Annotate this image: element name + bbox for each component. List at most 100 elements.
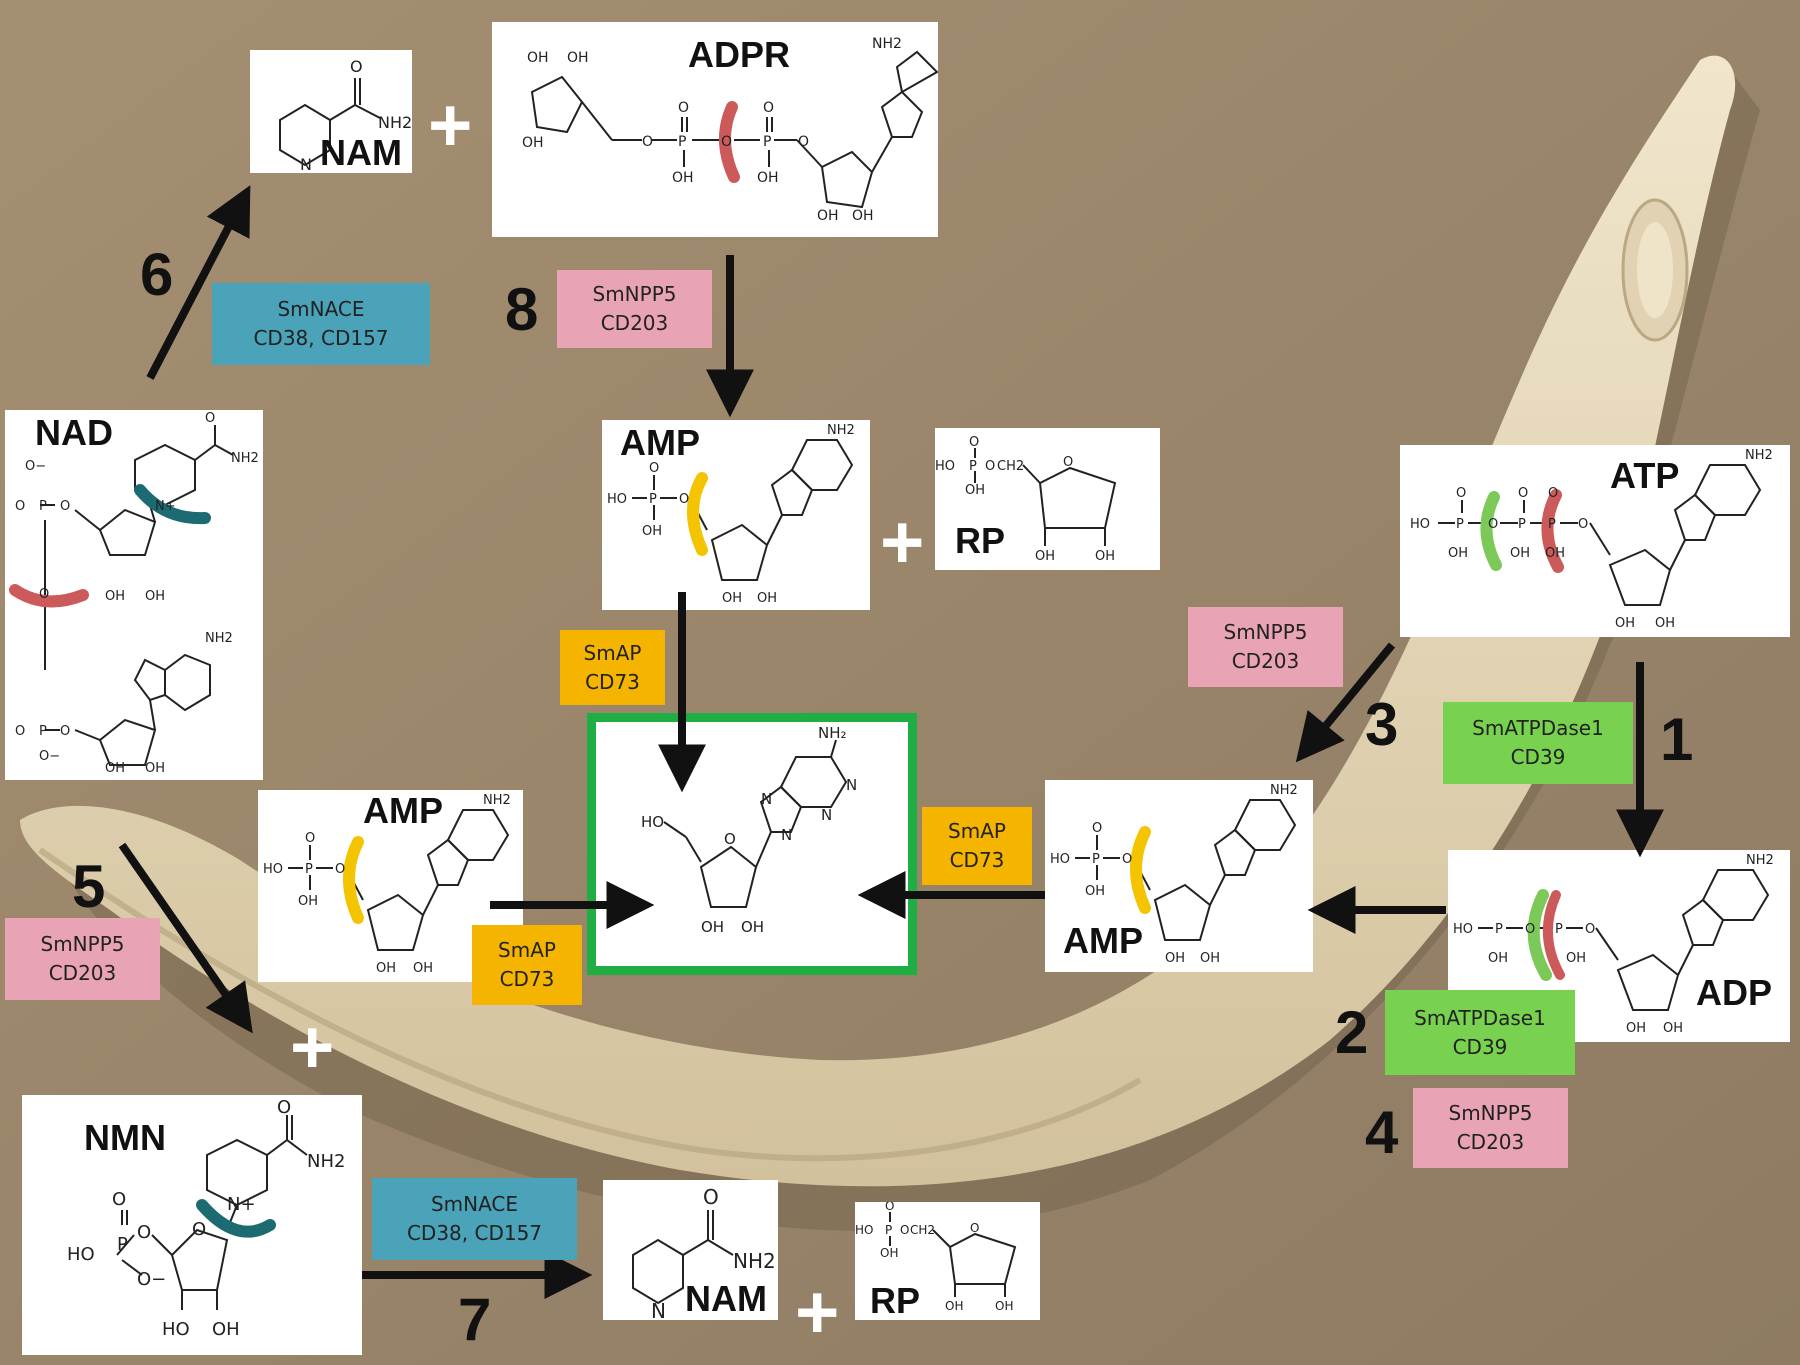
atom-label: O xyxy=(205,411,215,426)
plus-sign: + xyxy=(880,500,925,585)
atom-label: HO xyxy=(607,492,627,507)
atom-label: P xyxy=(649,492,657,507)
enzyme-label-step6: SmNACE CD38, CD157 xyxy=(212,283,430,365)
atom-label: NH2 xyxy=(231,451,259,466)
atom-label: HO xyxy=(1453,922,1473,937)
atom-label: OH xyxy=(1095,549,1115,564)
cut-mark xyxy=(1130,826,1151,914)
atom-label: P xyxy=(305,862,313,877)
step-number-2: 2 xyxy=(1335,999,1369,1066)
adenosine-product-frame: HO O OH OH NH₂ N N N N xyxy=(587,713,917,975)
nam-bottom-title: NAM xyxy=(685,1278,767,1319)
atom-label: P xyxy=(1495,922,1503,937)
cut-mark xyxy=(134,484,211,525)
atom-label: O xyxy=(724,830,736,848)
atom-label: P xyxy=(678,134,686,150)
enzyme-name: SmATPDase1 xyxy=(1414,1005,1546,1030)
enzyme-alias: CD203 xyxy=(1456,1130,1525,1154)
atom-label: O xyxy=(305,831,315,846)
atom-label: N+ xyxy=(227,1194,256,1215)
atom-label: HO xyxy=(67,1244,95,1265)
atom-label: OH xyxy=(145,761,165,776)
nmn-structure: O HO P O O− O N+ O NH2 HO OH xyxy=(67,1097,345,1340)
atom-label: P xyxy=(117,1234,128,1255)
enzyme-alias: CD38, CD157 xyxy=(253,326,389,350)
atom-label: O xyxy=(1548,486,1558,501)
enzyme-alias: CD39 xyxy=(1510,745,1566,769)
step-number-7: 7 xyxy=(458,1286,492,1353)
rp-bottom-panel: HO P O CH2 O OH O OH OH RP xyxy=(855,1202,1040,1321)
enzyme-name: SmNPP5 xyxy=(592,282,677,306)
atom-label: P xyxy=(763,134,771,150)
atom-label: OH xyxy=(965,483,985,498)
atom-label: O− xyxy=(137,1269,166,1290)
plus-sign: + xyxy=(795,1270,840,1355)
atom-label: O xyxy=(192,1219,206,1240)
atom-label: P xyxy=(39,724,47,739)
atom-label: CH2 xyxy=(997,459,1024,474)
atom-label: P xyxy=(885,1223,892,1237)
enzyme-label-step2: SmATPDase1 CD39 xyxy=(1385,990,1575,1075)
cut-mark xyxy=(9,584,89,608)
amp-top-structure: HO P O O OH OH OH NH2 xyxy=(607,423,855,606)
atom-label: O xyxy=(335,862,345,877)
atom-label: O xyxy=(679,492,689,507)
nad-structure: O− O P O O O P O O− N+ O NH2 OH OH NH2 O… xyxy=(9,411,259,776)
atom-label: HO xyxy=(641,813,664,831)
atom-label: NH2 xyxy=(1270,783,1298,798)
enzyme-label-step1: SmATPDase1 CD39 xyxy=(1443,702,1633,784)
atp-panel: HO P O P P O O O O OH OH OH OH OH NH2 AT… xyxy=(1400,445,1790,637)
atom-label: O xyxy=(39,587,49,602)
atom-label: OH xyxy=(672,170,694,186)
atom-label: NH₂ xyxy=(818,724,847,742)
atom-label: O xyxy=(1578,517,1588,532)
nmn-panel: O HO P O O− O N+ O NH2 HO OH NMN xyxy=(22,1095,362,1355)
nam-top-panel: O NH2 N NAM xyxy=(250,50,412,173)
rp-top-title: RP xyxy=(955,520,1006,561)
atom-label: O xyxy=(649,461,659,476)
atom-label: OH xyxy=(722,591,742,606)
step-number-4: 4 xyxy=(1365,1099,1399,1166)
atom-label: OH xyxy=(1545,546,1565,561)
atom-label: OH xyxy=(105,761,125,776)
enzyme-label-ap-top: SmAP CD73 xyxy=(560,630,665,705)
atom-label: OH xyxy=(757,591,777,606)
enzyme-label-step8: SmNPP5 CD203 xyxy=(557,270,712,348)
nam-bottom-panel: O NH2 N NAM xyxy=(603,1180,778,1320)
atom-label: OH xyxy=(413,961,433,976)
atom-label: P xyxy=(1456,517,1464,532)
atom-label: O xyxy=(1122,852,1132,867)
amp-right-structure: HO P O O OH OH OH NH2 xyxy=(1050,783,1298,966)
atom-label: OH xyxy=(880,1246,898,1260)
atom-label: HO xyxy=(1410,517,1430,532)
nad-title: NAD xyxy=(35,412,113,453)
atom-label: O xyxy=(15,499,25,514)
atom-label: O xyxy=(763,100,774,116)
atom-label: NH2 xyxy=(1745,448,1773,463)
atom-label: NH2 xyxy=(483,793,511,808)
adp-title: ADP xyxy=(1696,972,1773,1013)
atom-label: OH xyxy=(298,894,318,909)
enzyme-alias: CD73 xyxy=(585,669,640,694)
atom-label: OH xyxy=(1200,951,1220,966)
adpr-panel: OH OH OH O P O P O O OH OH O OH OH NH2 A… xyxy=(492,22,938,237)
enzyme-name: SmAP xyxy=(583,640,642,665)
atom-label: O xyxy=(900,1223,909,1237)
atom-label: O xyxy=(1063,455,1073,470)
adp-structure: HO P O P O OH OH OH OH NH2 xyxy=(1453,853,1774,1036)
enzyme-name: SmNACE xyxy=(277,297,365,321)
atom-label: HO xyxy=(1050,852,1070,867)
atom-label: O xyxy=(721,134,732,150)
atom-label: OH xyxy=(527,50,549,66)
atom-label: OH xyxy=(757,170,779,186)
amp-right-panel: HO P O O OH OH OH NH2 AMP xyxy=(1045,780,1313,972)
atom-label: OH xyxy=(376,961,396,976)
adpr-title: ADPR xyxy=(688,34,791,75)
atom-label: O xyxy=(277,1097,291,1118)
amp-top-panel: HO P O O OH OH OH NH2 AMP xyxy=(602,420,870,610)
amp-top-title: AMP xyxy=(620,422,700,463)
enzyme-label-ap-left: SmAP CD73 xyxy=(472,925,582,1005)
rp-top-structure: HO P O CH2 O OH O OH OH xyxy=(935,435,1117,564)
atom-label: O xyxy=(970,1221,979,1235)
cut-mark xyxy=(687,472,708,556)
